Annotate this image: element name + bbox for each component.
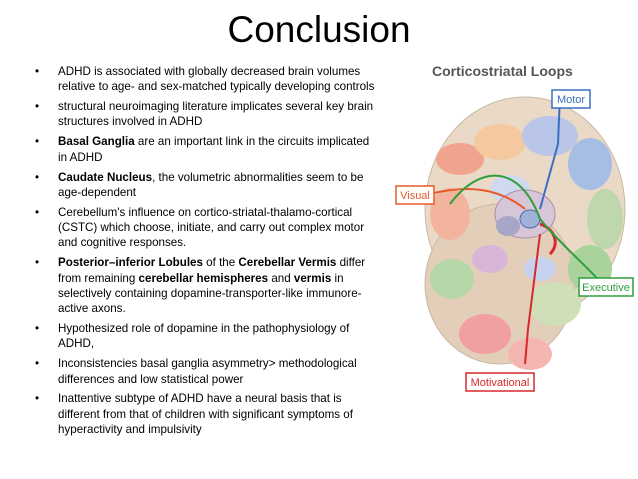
visual-loop xyxy=(429,188,526,210)
brain-illustration: Corticostriatal Loops xyxy=(395,63,634,392)
bullet-bold-text: Cerebellar Vermis xyxy=(238,256,337,270)
motivational-loop xyxy=(524,233,541,365)
bullet-bold-text: Caudate Nucleus xyxy=(58,170,153,184)
bullet-item: • Hypothesized role of dopamine in the pa… xyxy=(35,321,375,352)
bullet-text: Hypothesized role of dopamine in the pat… xyxy=(58,322,350,351)
bullet-item: • Basal Ganglia are an important link in … xyxy=(35,134,375,165)
bullet-item: • Caudate Nucleus, the volumetric abnorma… xyxy=(35,170,375,201)
bullet-text: Inconsistencies basal ganglia asymmetry>… xyxy=(58,357,357,386)
bullet-text: Inattentive subtype of ADHD have a neura… xyxy=(58,392,353,436)
slide-title: Conclusion xyxy=(227,9,411,50)
bullet-text: and xyxy=(268,271,294,285)
corticostriatal-loops-figure: Corticostriatal Loops xyxy=(390,54,636,410)
svg-text:Motor: Motor xyxy=(557,94,585,106)
bullet-item: • Inconsistencies basal ganglia asymmetry… xyxy=(35,356,375,387)
bullet-bold-text: Posterior–inferior Lobules xyxy=(58,256,203,270)
bullet-item: • Cerebellum's influence on cortico-stria… xyxy=(35,205,375,251)
svg-text:Motivational: Motivational xyxy=(471,377,530,389)
bullet-dot: • xyxy=(35,65,40,78)
bullet-text: of the xyxy=(202,256,239,270)
motivational-label: Motivational xyxy=(465,372,535,392)
bullet-bold-text: cerebellar hemispheres xyxy=(138,271,269,285)
visual-label: Visual xyxy=(395,185,435,205)
bullet-bold-text: vermis xyxy=(293,271,332,285)
bullet-text: structural neuroimaging literature impli… xyxy=(58,100,374,129)
bullet-dot: • xyxy=(35,357,40,371)
bullet-text: ADHD is associated with globally decreas… xyxy=(58,65,375,94)
svg-text:Visual: Visual xyxy=(400,190,430,202)
motor-label: Motor xyxy=(551,89,591,109)
executive-label: Executive xyxy=(578,277,634,297)
bullet-dot: • xyxy=(35,170,40,184)
figure-title: Corticostriatal Loops xyxy=(432,63,573,79)
bullet-dot: • xyxy=(35,256,40,270)
bullet-text: are an important link in the circuits im… xyxy=(58,135,370,164)
svg-text:Executive: Executive xyxy=(582,282,630,294)
bullet-text: differ from remaining xyxy=(58,256,366,285)
brain-shape xyxy=(424,96,626,370)
bullet-bold-text: Basal Ganglia xyxy=(58,135,135,149)
bullet-item: • Posterior–inferior Lobules of the Cereb… xyxy=(35,255,375,316)
bullet-item: • structural neuroimaging literature impl… xyxy=(35,99,375,130)
bullet-item: • ADHD is associated with globally decrea… xyxy=(35,64,375,95)
bullet-text: Cerebellum's influence on cortico-striat… xyxy=(58,205,365,250)
motor-loop xyxy=(539,93,561,210)
bullet-text: in selectively containing dopamine-trans… xyxy=(58,271,362,316)
executive-loop xyxy=(449,174,606,288)
bullet-item: • Inattentive subtype of ADHD have a neur… xyxy=(35,391,375,437)
bullet-dot: • xyxy=(35,392,40,406)
bullet-dot: • xyxy=(35,100,40,114)
bullet-list: • ADHD is associated with globally decrea… xyxy=(35,64,375,442)
bullet-dot: • xyxy=(35,322,40,336)
bullet-dot: • xyxy=(35,135,40,149)
bullet-text: , the volumetric abnormalities seem to b… xyxy=(58,170,364,199)
bullet-dot: • xyxy=(35,205,40,219)
